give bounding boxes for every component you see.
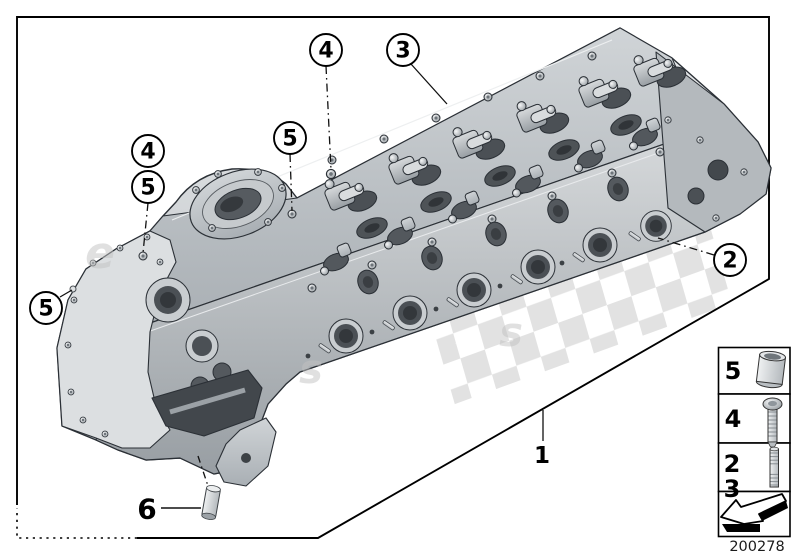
window-cross-bar bbox=[169, 387, 246, 415]
leader-5-far-left bbox=[59, 289, 73, 298]
callout-5-mid[interactable]: 5 bbox=[273, 121, 307, 155]
right-end-face bbox=[655, 51, 772, 233]
leader-6-dashdot bbox=[197, 455, 209, 487]
callout-4-top-label: 4 bbox=[318, 39, 333, 64]
sleeve-icon bbox=[755, 350, 787, 389]
leader-5-left bbox=[142, 202, 149, 254]
screw-icon bbox=[762, 397, 783, 448]
right-end-port bbox=[707, 159, 729, 181]
legend-label-4: 4 bbox=[725, 405, 742, 433]
watermark-letter: e bbox=[85, 228, 115, 279]
right-end-port bbox=[687, 187, 705, 205]
legend-box: 5 4 2 3 bbox=[717, 346, 791, 538]
legend-label-2: 2 bbox=[724, 450, 741, 478]
stud-icon bbox=[769, 446, 779, 488]
callout-3-top-label: 3 bbox=[395, 39, 410, 64]
label-6[interactable]: 6 bbox=[137, 493, 156, 526]
frame-border-dotted bbox=[16, 508, 137, 539]
callout-4-left-label: 4 bbox=[140, 140, 155, 165]
callout-5-left[interactable]: 5 bbox=[131, 170, 165, 204]
callout-4-top[interactable]: 4 bbox=[309, 33, 343, 67]
callout-2-right-label: 2 bbox=[722, 249, 737, 274]
callout-3-top[interactable]: 3 bbox=[386, 33, 420, 67]
frame-border-solid bbox=[16, 16, 770, 539]
leader-3-top bbox=[410, 63, 448, 105]
leader-4-top bbox=[325, 65, 332, 171]
callout-5-far-left[interactable]: 5 bbox=[29, 291, 63, 325]
callout-5-far-left-label: 5 bbox=[38, 297, 53, 322]
legend-label-5: 5 bbox=[725, 357, 742, 385]
watermark-letters: e s s bbox=[85, 228, 523, 393]
bottom-flange-holes bbox=[305, 260, 565, 359]
drawing-frame bbox=[16, 16, 770, 539]
label-1[interactable]: 1 bbox=[534, 443, 550, 469]
leader-5-mid bbox=[289, 153, 293, 212]
lower-timing-lip bbox=[215, 417, 277, 487]
drawing-number: 200278 bbox=[729, 539, 784, 555]
dowel-pin-part bbox=[201, 485, 221, 520]
lip-hole bbox=[241, 453, 251, 463]
callout-4-left[interactable]: 4 bbox=[131, 134, 165, 168]
legend-label-3: 3 bbox=[724, 475, 741, 503]
callouts: 4 3 5 4 5 5 2 1 6 bbox=[29, 33, 747, 526]
watermark-letter: s bbox=[299, 347, 323, 393]
leader-lines bbox=[59, 63, 715, 509]
cylinder-head-illustration bbox=[56, 27, 772, 487]
callout-5-mid-label: 5 bbox=[282, 127, 297, 152]
leader-2-right bbox=[657, 237, 715, 256]
callout-5-left-label: 5 bbox=[140, 176, 155, 201]
vanos-housing bbox=[189, 168, 287, 240]
face-highlight-line bbox=[135, 143, 685, 337]
direction-arrow-icon bbox=[720, 493, 788, 532]
watermark-letter: s bbox=[499, 310, 523, 356]
callout-2-right[interactable]: 2 bbox=[713, 243, 747, 277]
